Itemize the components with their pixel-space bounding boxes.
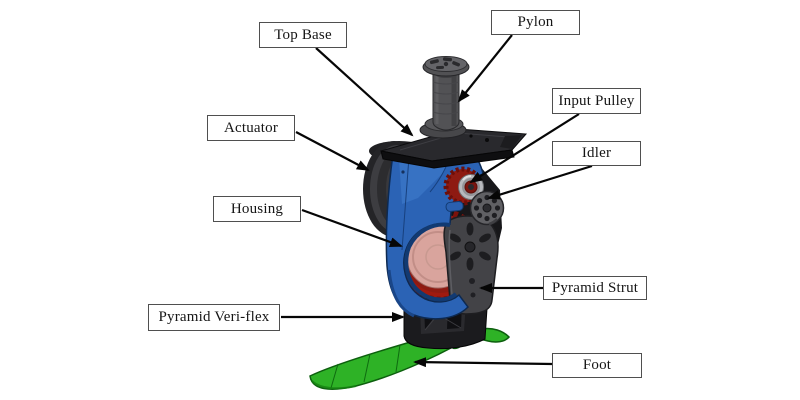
arrow-top-base <box>315 47 414 137</box>
idler-part <box>469 190 505 226</box>
pin-part <box>445 200 464 212</box>
arrow-housing <box>301 208 403 248</box>
pylon-part <box>419 56 470 139</box>
label-top-base: Top Base <box>259 22 347 48</box>
label-pyramid-strut: Pyramid Strut <box>543 276 647 300</box>
label-foot: Foot <box>552 353 642 378</box>
top-base-part <box>380 128 528 169</box>
arrow-actuator <box>295 131 370 171</box>
arrow-input-pulley <box>469 113 580 184</box>
label-pylon: Pylon <box>491 10 580 35</box>
label-actuator: Actuator <box>207 115 295 141</box>
label-idler: Idler <box>552 141 641 166</box>
arrow-pylon <box>457 34 513 103</box>
arrow-foot <box>413 357 553 368</box>
label-housing: Housing <box>213 196 301 222</box>
label-input-pulley: Input Pulley <box>552 88 641 114</box>
label-pyramid-veriflex: Pyramid Veri-flex <box>148 304 280 331</box>
arrow-idler <box>487 164 593 200</box>
